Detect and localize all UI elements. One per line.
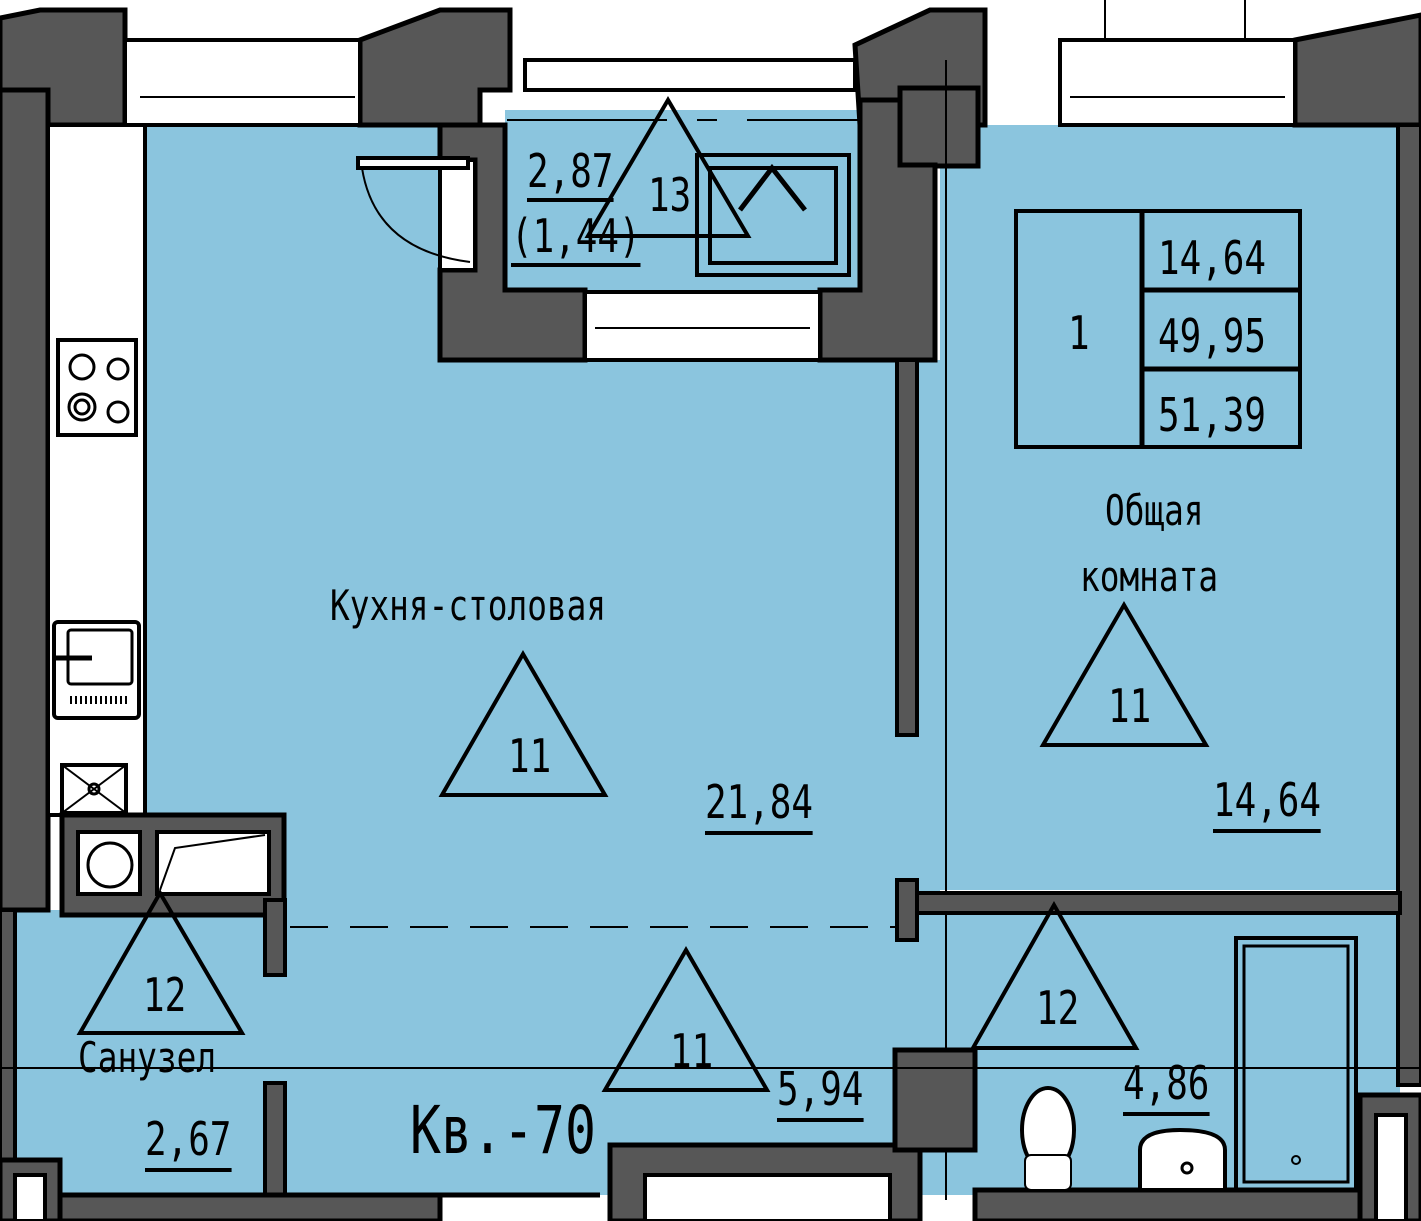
living-room-area: 14,64 — [1213, 777, 1322, 833]
wc-area: 2,67 — [145, 1116, 232, 1172]
balcony-area: 2,87 — [527, 148, 614, 202]
bathroom-finish-code: 12 — [1036, 981, 1080, 1035]
wc-finish-code: 12 — [143, 968, 187, 1022]
kitchen-area: 21,84 — [705, 779, 814, 835]
triangle-icon — [584, 96, 752, 238]
partition-stub — [895, 878, 919, 942]
sink-icon — [52, 620, 141, 720]
bathtub-icon — [1234, 936, 1358, 1192]
kitchen-name: Кухня-столовая — [330, 581, 607, 630]
balcony-area-reduced: (1,44) — [511, 213, 641, 267]
stove-icon — [56, 338, 138, 437]
wc-shaft-block — [0, 812, 287, 1197]
room-fills — [15, 110, 1400, 1195]
balcony-walls — [356, 97, 938, 363]
hall-area: 5,94 — [777, 1066, 864, 1122]
window-unit-icon — [695, 153, 851, 277]
living-room-name-line2: комната — [1080, 552, 1219, 601]
wc-name: Санузел — [78, 1033, 217, 1082]
hall-finish-code: 11 — [670, 1024, 714, 1078]
summary-table — [1014, 209, 1302, 449]
living-room-name-line1: Общая — [1105, 486, 1204, 535]
total-area-value: 49,95 — [1158, 309, 1267, 363]
ventilation-shaft-icon — [60, 763, 128, 815]
apartment-label: Кв.-70 — [410, 1092, 596, 1169]
triangle-icon — [601, 946, 771, 1092]
triangle-icon — [76, 889, 246, 1035]
living-area-value: 14,64 — [1158, 231, 1267, 285]
bathroom-top-wall — [915, 891, 1402, 915]
living-room-finish-code: 11 — [1108, 679, 1152, 733]
triangle-icon — [438, 650, 609, 797]
balcony-finish-code: 13 — [648, 168, 692, 222]
washbasin-icon — [1138, 1127, 1227, 1192]
bottom-walls — [0, 1047, 1421, 1221]
total-area-with-balcony-value: 51,39 — [1158, 388, 1267, 442]
triangle-icon — [969, 900, 1140, 1050]
bathroom-area: 4,86 — [1123, 1060, 1210, 1116]
finish-markers — [76, 96, 1210, 1092]
rooms-count: 1 — [1068, 306, 1090, 360]
triangle-icon — [1039, 601, 1210, 747]
partition-wall — [895, 358, 919, 737]
kitchen-finish-code: 11 — [508, 729, 552, 783]
toilet-icon — [1020, 1086, 1076, 1191]
